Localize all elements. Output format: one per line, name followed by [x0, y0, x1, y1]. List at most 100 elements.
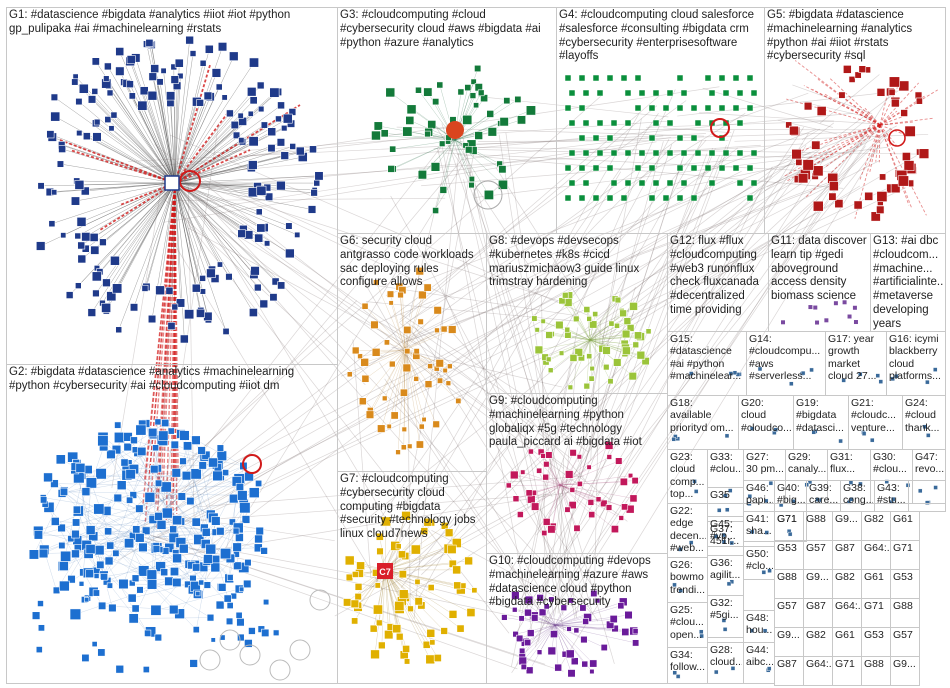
g2-node — [154, 633, 163, 642]
edge — [77, 182, 176, 237]
edge — [362, 349, 406, 402]
g10-node — [536, 594, 544, 602]
edge — [519, 327, 579, 612]
g2-node — [160, 568, 169, 577]
edge — [404, 349, 440, 364]
edge — [576, 318, 591, 341]
edge — [369, 180, 769, 588]
edge — [91, 446, 104, 483]
g7-node — [444, 528, 454, 537]
small-group-node — [791, 499, 796, 504]
g7-node — [407, 605, 414, 613]
strong-edge — [848, 124, 881, 141]
g10-node — [518, 615, 525, 622]
g7-node — [433, 654, 442, 662]
g2-node — [241, 515, 251, 524]
g1-node — [115, 47, 125, 56]
g4-node — [666, 149, 674, 157]
g10-node — [560, 604, 568, 612]
g2-node — [135, 504, 144, 513]
g2-node — [172, 515, 183, 526]
g6-node — [417, 318, 424, 325]
g4-node — [736, 119, 744, 127]
g4-node — [718, 104, 726, 112]
g3-node — [498, 179, 508, 190]
g8-node — [629, 302, 638, 311]
edge — [716, 92, 809, 127]
g1-node — [237, 112, 244, 119]
edge — [589, 339, 625, 344]
g1-node — [249, 96, 258, 105]
edge — [174, 182, 298, 236]
edges-layer — [33, 40, 938, 674]
g4-node — [652, 119, 660, 127]
g1-node — [247, 87, 257, 97]
g9-node — [540, 453, 546, 459]
g10-node — [565, 649, 575, 659]
g5-node — [789, 125, 799, 136]
g3-node — [477, 89, 485, 97]
g6-node — [357, 353, 363, 359]
edge — [174, 147, 272, 184]
edge — [422, 139, 456, 174]
g1-node — [282, 113, 293, 124]
g10-node — [582, 618, 589, 625]
edge — [596, 134, 889, 495]
edge — [169, 134, 589, 316]
g1-node — [221, 94, 228, 101]
g8-node — [603, 363, 610, 371]
g2-node — [237, 633, 245, 642]
g6-node — [401, 426, 407, 433]
g2-node — [128, 613, 139, 624]
g1-node — [77, 241, 86, 250]
edge — [663, 127, 732, 134]
edge — [187, 184, 195, 524]
small-group-node — [933, 485, 938, 490]
g7-node — [374, 582, 381, 589]
edge — [151, 182, 176, 320]
g2-node — [96, 560, 105, 569]
g1-node — [264, 192, 274, 201]
edge — [155, 564, 196, 611]
g8-node — [613, 358, 622, 367]
edge — [399, 95, 660, 320]
edge — [734, 134, 929, 142]
edge — [103, 434, 154, 576]
g4-node — [578, 164, 586, 172]
g10-node — [526, 629, 535, 637]
g9-node — [595, 496, 602, 503]
edge — [135, 175, 773, 532]
g1-node — [191, 283, 201, 293]
g2-node — [201, 527, 211, 537]
g2-node — [132, 525, 141, 534]
edge — [522, 624, 556, 656]
g7-node — [351, 617, 359, 625]
g6-node — [346, 371, 353, 378]
g4-node — [652, 149, 660, 157]
edge — [365, 349, 406, 379]
g2-node — [108, 603, 117, 613]
edge — [384, 569, 454, 615]
g4-node — [750, 149, 758, 157]
g9-node — [517, 511, 524, 518]
edge — [559, 481, 624, 486]
edge — [174, 182, 227, 332]
g7-node — [447, 544, 457, 554]
edge — [589, 320, 628, 341]
g9-node — [542, 518, 551, 526]
g6-node — [386, 290, 395, 298]
edge — [405, 178, 840, 342]
g5-node — [897, 175, 909, 187]
edge — [589, 336, 640, 341]
g1-node — [258, 105, 265, 113]
edge — [601, 153, 921, 338]
edge — [404, 321, 421, 351]
g1-node — [77, 254, 87, 264]
g8-node — [564, 326, 571, 333]
edge — [552, 484, 561, 527]
g1-node — [80, 186, 90, 196]
g7-node — [423, 517, 433, 527]
g2-node — [72, 505, 82, 514]
edge — [174, 63, 204, 184]
g4-node — [750, 89, 758, 97]
